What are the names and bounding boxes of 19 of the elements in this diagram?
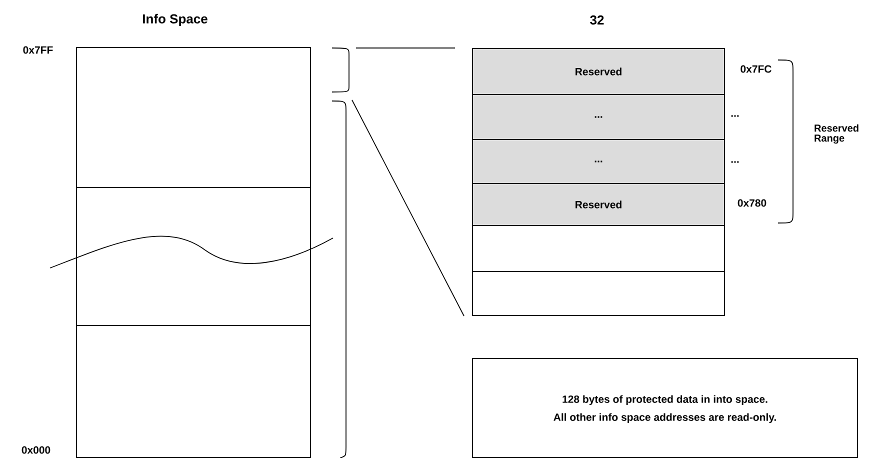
memory-row: ...: [472, 139, 725, 184]
memory-block: [472, 225, 725, 272]
memory-row: Reserved: [472, 183, 725, 226]
note-box: 128 bytes of protected data in into space. All other info space addresses are read-only.: [472, 358, 858, 458]
address-label: 0x7FC: [740, 65, 772, 73]
address-label: 0x7FF: [23, 46, 53, 54]
address-label: 0x000: [22, 446, 50, 454]
memory-block: [76, 187, 311, 326]
range-label: Reserved Range: [814, 124, 858, 144]
column-heading: Info Space: [143, 14, 208, 26]
memory-block: [472, 271, 725, 316]
memory-row: ...: [472, 94, 725, 140]
address-label: ...: [731, 161, 739, 163]
column-heading: 32: [590, 15, 604, 25]
address-label: 0x780: [738, 199, 766, 207]
memory-block: [76, 47, 311, 188]
address-label: ...: [731, 115, 739, 117]
memory-row: Reserved: [472, 48, 725, 95]
memory-block: [76, 325, 311, 458]
